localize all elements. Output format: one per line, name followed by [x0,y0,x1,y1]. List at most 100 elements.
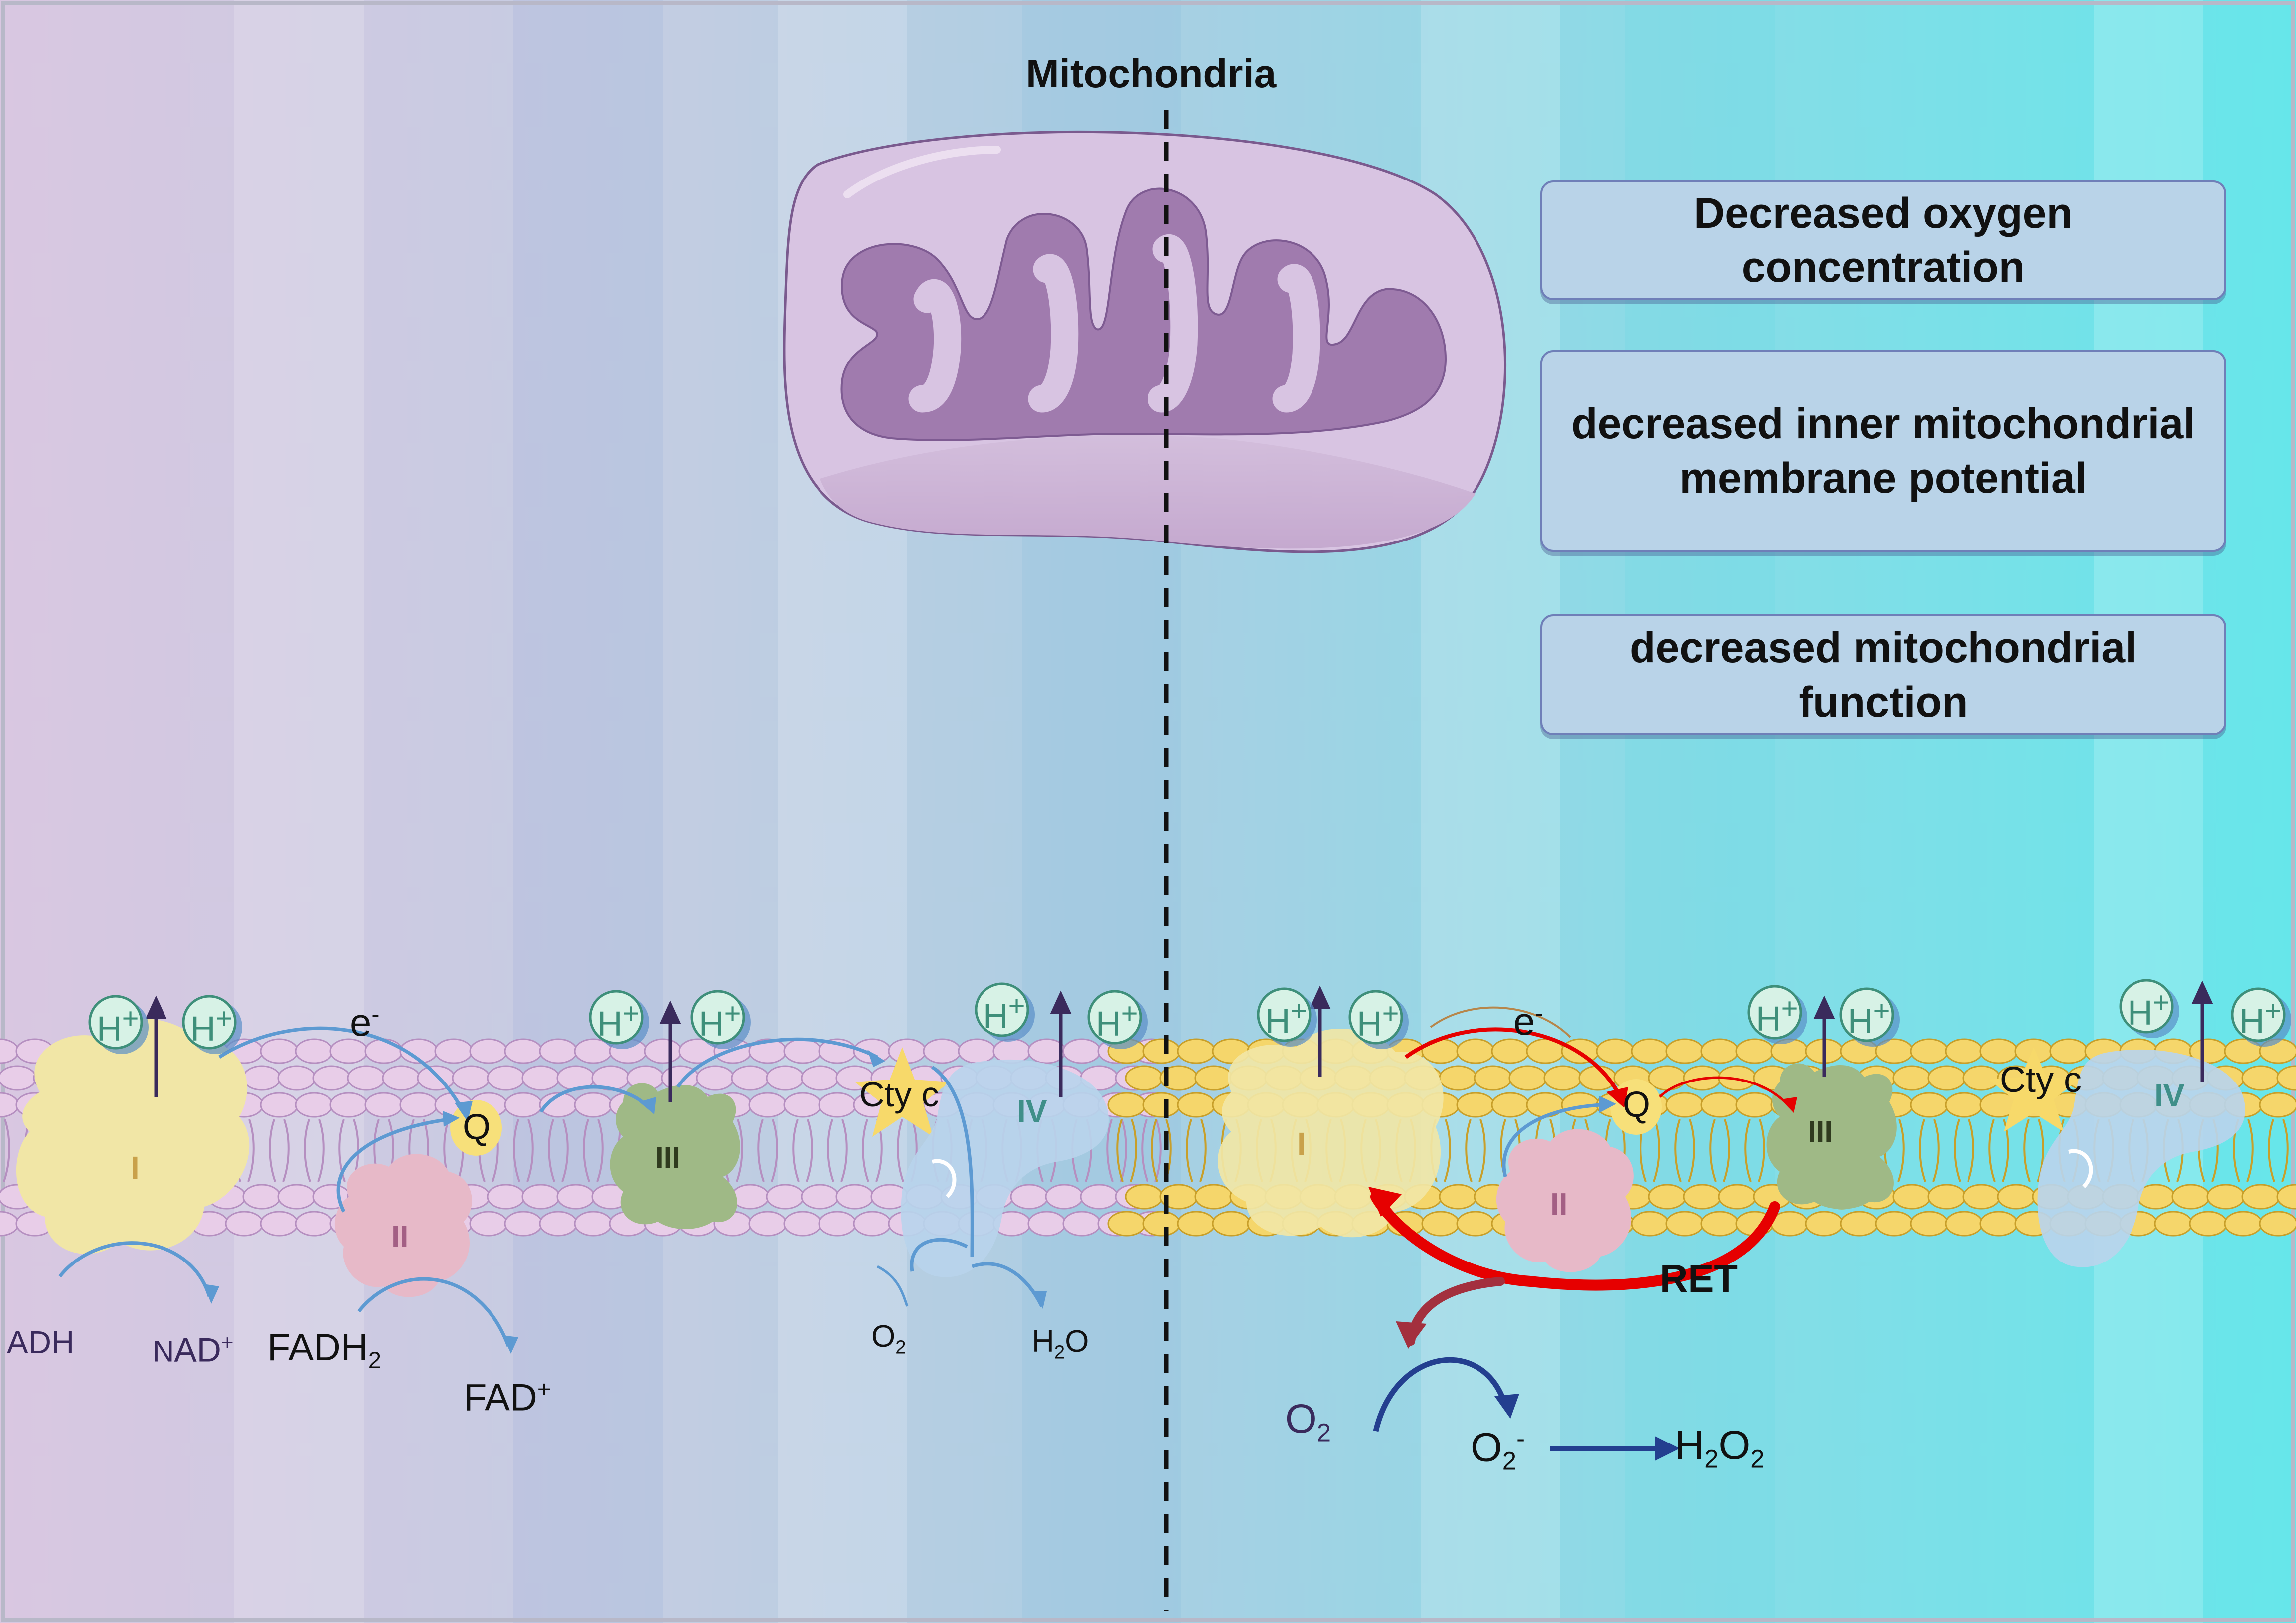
lipid-head [1456,1038,1495,1064]
lipid-tail [1141,1119,1162,1182]
ubiquinone-left-label: Q [463,1107,491,1147]
proton-arrows [145,980,2213,1102]
proton-sphere [589,990,644,1045]
lipid-head [556,1184,595,1210]
info-box-oxygen: Decreased oxygen concentration [1540,180,2226,300]
lipid-head [1805,1211,1844,1237]
lipid-head [1840,1211,1879,1237]
proton-sphere [1839,987,1894,1042]
lipid-head [1062,1211,1101,1237]
lipid-head [364,1092,403,1118]
lipid-head [1142,1038,1181,1064]
info-box-membrane-potential: decreased inner mitochondrial membrane p… [1540,350,2226,552]
lipid-head [731,1065,770,1091]
lipid-head [801,1065,839,1091]
lipid-tail [1954,1119,1974,1182]
lipid-tail [1744,1119,1765,1182]
lipid-tail [2268,1119,2289,1182]
lipid-head [835,1184,874,1210]
lipid-head [277,1065,316,1091]
lipid-head [521,1184,560,1210]
complex-iv-right-shape [2037,1049,2245,1267]
lipid-head [1700,1038,1739,1064]
electron-flow-arrowheads-right [1368,1087,1797,1461]
proton-charge: + [122,1002,139,1035]
complex-iv-right-label: IV [2154,1078,2185,1113]
proton-label: H+ [190,1004,232,1046]
proton-charge: + [1781,992,1798,1025]
electron-label-right: e- [1513,999,1543,1043]
lipid-head [1718,1184,1757,1210]
proton-symbol: H [1357,1004,1382,1043]
lipid-head [1700,1092,1739,1118]
lipid-head [399,1092,438,1118]
proton-sphere [1257,987,1312,1042]
lipid-head [2276,1184,2296,1210]
lipid-tail [792,1119,813,1182]
lipid-head [1142,1092,1181,1118]
lipid-head [1665,1038,1704,1064]
lipid-tail [1106,1119,1127,1182]
proton-label: H+ [1265,997,1307,1039]
lipid-tail [1709,1119,1730,1182]
lipid-tail [1465,1119,1486,1182]
complex-ii-left-shape [334,1154,472,1297]
lipid-tail [304,1119,325,1182]
lipid-head [1177,1211,1216,1237]
proton-sphere [2231,987,2286,1042]
proton-sphere [690,990,745,1045]
lipid-head [0,1065,37,1091]
proton-charge: + [1008,990,1025,1022]
mitochondrion-illustration [783,130,1507,553]
complex-iii-right-label: III [1808,1115,1833,1148]
lipid-head [1700,1211,1739,1237]
proton-sphere [182,995,237,1050]
electron-flow-arrows-left [58,1026,1044,1347]
proton-charge: + [2264,995,2282,1027]
lipid-tail [2023,1119,2044,1182]
lipid-head [1735,1092,1774,1118]
proton-charge: + [1873,995,1890,1027]
proton-symbol: H [1096,1004,1121,1043]
complex-iii-left-label: III [656,1141,681,1174]
proton-charge: + [622,997,640,1030]
lipid-head [2049,1038,2088,1064]
lipid-head [644,1038,682,1064]
lipid-head [1125,1184,1163,1210]
lipid-head [434,1038,473,1064]
complex-iv-left-label: IV [1017,1093,1047,1129]
lipid-head [260,1211,299,1237]
lipid-head [1456,1211,1495,1237]
lipid-head [1979,1211,2018,1237]
complex-ii-left-label: II [391,1220,409,1254]
cytochrome-c-left-shape [855,1047,950,1137]
proton-sphere [1747,985,1802,1040]
lipid-head [1596,1038,1635,1064]
lipid-head [469,1211,508,1237]
proton-label: H+ [597,999,639,1041]
lipid-head [818,1211,857,1237]
oxygen-left-label: O2 [871,1319,906,1358]
water-label: H2O [1032,1324,1089,1363]
lipid-head [242,1184,281,1210]
info-box-function-line1: decreased mitochondrial [1630,624,2137,672]
proton-symbol: H [597,1004,623,1043]
lipid-head [1027,1211,1066,1237]
lipid-head [748,1211,787,1237]
lipid-tail [757,1119,778,1182]
info-box-membrane-line2: membrane potential [1679,454,2087,502]
lipid-head [1177,1092,1216,1118]
lipid-head [1735,1038,1774,1064]
lipid-head [783,1092,822,1118]
lipid-head [347,1065,386,1091]
lipid-head [1910,1211,1949,1237]
oxygen-right-label: O2 [1285,1396,1331,1447]
lipid-head [1080,1184,1119,1210]
lipid-head [2154,1211,2193,1237]
lipid-head [1910,1092,1949,1118]
lipid-tail [1186,1119,1207,1182]
ret-label: RET [1660,1257,1738,1300]
proton-symbol: H [190,1009,216,1048]
lipid-tail [1116,1119,1137,1182]
cytochrome-c-right-shape [1989,1047,2079,1132]
